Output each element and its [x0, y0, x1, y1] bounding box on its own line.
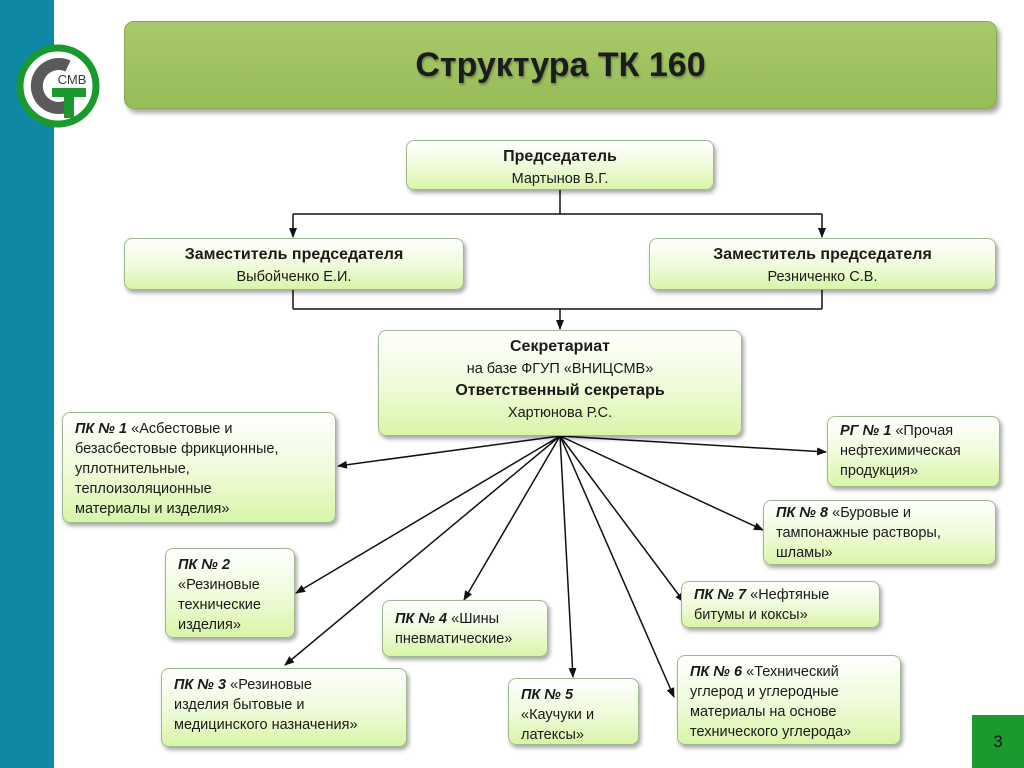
deputy-box-2: Заместитель председателя Резниченко С.В.: [649, 238, 996, 290]
arrow-to-rg1: [559, 435, 827, 456]
pk3-line: изделия бытовые и: [174, 697, 305, 713]
chairman-name: Мартынов В.Г.: [511, 171, 609, 187]
pk3-line: медицинского назначения»: [174, 717, 358, 733]
secretariat-box: Секретариат на базе ФГУП «ВНИЦСМВ» Ответ…: [378, 330, 742, 436]
page-number-badge: 3: [972, 715, 1024, 768]
arrow-to-pk4: [463, 435, 561, 601]
pk7-line: битумы и коксы»: [694, 607, 808, 623]
left-accent-bar: [0, 0, 54, 768]
pk2-line: технические: [178, 597, 261, 613]
pk1-line: безасбестовые фрикционные,: [75, 441, 279, 457]
rg1-id: РГ № 1: [840, 423, 892, 439]
pk5-line: «Каучуки и: [521, 707, 595, 723]
subcommittee-pk8: ПК № 8 «Буровые и тампонажные растворы, …: [763, 500, 996, 565]
secretary-name: Хартюнова Р.С.: [507, 405, 613, 421]
pk4-line: «Шины: [451, 611, 500, 627]
deputy-1-name: Выбойченко Е.И.: [236, 269, 352, 285]
pk6-line: углерод и углеродные: [690, 684, 839, 700]
deputy-2-role: Заместитель председателя: [713, 246, 932, 263]
pk1-line: «Асбестовые и: [131, 421, 233, 437]
title-banner: Структура ТК 160: [124, 21, 997, 109]
pk6-line: технического углерода»: [690, 724, 852, 740]
secretary-role: Ответственный секретарь: [455, 382, 665, 399]
arrow-to-pk8: [559, 435, 764, 531]
page-number: 3: [993, 731, 1003, 751]
pk6-line: «Технический: [746, 664, 839, 680]
rg1-line: «Прочая: [895, 423, 954, 439]
arrow-to-pk1: [337, 435, 561, 469]
subcommittee-pk5: ПК № 5 «Каучуки и латексы»: [508, 678, 639, 745]
subcommittee-pk6: ПК № 6 «Технический углерод и углеродные…: [677, 655, 901, 745]
chairman-role: Председатель: [503, 148, 617, 165]
secretariat-basis: на базе ФГУП «ВНИЦСМВ»: [466, 361, 654, 377]
arrow-to-pk6: [559, 435, 675, 698]
logo-text: СМВ: [58, 72, 87, 87]
rg1-line: продукция»: [840, 463, 919, 479]
pk8-line: шламы»: [776, 545, 833, 561]
deputy-1-role: Заместитель председателя: [184, 246, 404, 263]
arrow-to-pk3: [284, 435, 561, 666]
secretariat-title: Секретариат: [510, 338, 610, 355]
subcommittee-pk7: ПК № 7 «Нефтяные битумы и коксы»: [681, 581, 880, 628]
pk2-line: изделия»: [178, 617, 241, 633]
rg1-line: нефтехимическая: [840, 443, 961, 459]
arrow-to-pk5: [559, 435, 577, 678]
subcommittee-pk1: ПК № 1 «Асбестовые и безасбестовые фрикц…: [62, 412, 336, 523]
page-title: Структура ТК 160: [415, 45, 706, 84]
pk2-line: «Резиновые: [178, 577, 260, 593]
subcommittee-pk3: ПК № 3 «Резиновые изделия бытовые и меди…: [161, 668, 407, 747]
pk8-line: тампонажные растворы,: [776, 525, 941, 541]
smv-logo: СМВ: [16, 44, 100, 128]
pk5-id: ПК № 5: [521, 687, 574, 703]
pk1-line: материалы и изделия»: [75, 501, 230, 517]
pk7-line: «Нефтяные: [750, 587, 830, 603]
pk4-line: пневматические»: [395, 631, 513, 647]
pk2-id: ПК № 2: [178, 557, 231, 573]
deputy-2-name: Резниченко С.В.: [767, 269, 878, 285]
pk7-id: ПК № 7: [694, 587, 747, 603]
chairman-box: Председатель Мартынов В.Г.: [406, 140, 714, 190]
arrow-to-pk7: [559, 435, 685, 603]
pk6-id: ПК № 6: [690, 664, 743, 680]
deputy-box-1: Заместитель председателя Выбойченко Е.И.: [124, 238, 464, 290]
pk3-id: ПК № 3: [174, 677, 227, 693]
subcommittee-pk2: ПК № 2 «Резиновые технические изделия»: [165, 548, 295, 638]
subcommittee-pk4: ПК № 4 «Шины пневматические»: [382, 600, 548, 657]
pk1-line: теплоизоляционные: [75, 481, 212, 497]
pk3-line: «Резиновые: [230, 677, 312, 693]
pk8-id: ПК № 8: [776, 505, 829, 521]
arrow-to-pk2: [295, 435, 561, 594]
pk1-id: ПК № 1: [75, 421, 128, 437]
pk5-line: латексы»: [521, 727, 584, 743]
pk1-line: уплотнительные,: [75, 461, 190, 477]
working-group-rg1: РГ № 1 «Прочая нефтехимическая продукция…: [827, 416, 1000, 487]
pk8-line: «Буровые и: [832, 505, 911, 521]
pk6-line: материалы на основе: [690, 704, 837, 720]
pk4-id: ПК № 4: [395, 611, 448, 627]
